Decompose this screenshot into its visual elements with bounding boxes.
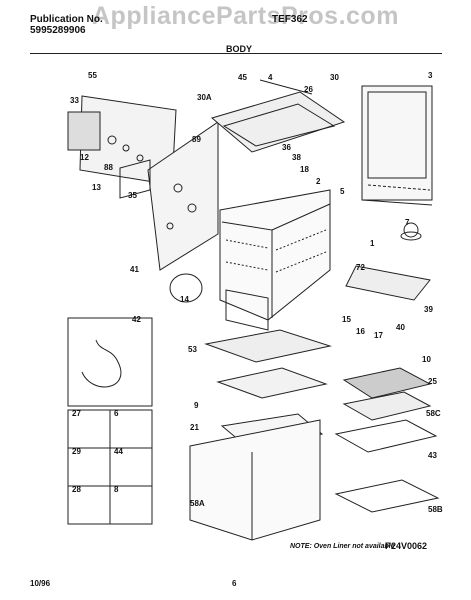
fuse-part [169, 273, 203, 303]
footer-page: 6 [232, 579, 237, 588]
publication-label: Publication No. [30, 14, 103, 25]
element-part [400, 222, 422, 241]
callout-27: 27 [72, 409, 81, 418]
callout-28: 28 [72, 485, 81, 494]
callout-39: 39 [424, 305, 433, 314]
callout-88: 88 [104, 163, 113, 172]
callout-5: 5 [340, 187, 345, 196]
callout-7: 7 [405, 218, 410, 227]
callout-6: 6 [114, 409, 119, 418]
header-divider [30, 53, 442, 54]
callout-29: 29 [72, 447, 81, 456]
footer-date: 10/96 [30, 579, 51, 588]
callout-13: 13 [92, 183, 101, 192]
small-parts-boxes [67, 317, 153, 525]
publication-number: 5995289906 [30, 25, 86, 36]
callout-53: 53 [188, 345, 197, 354]
side-panel-part [119, 121, 219, 271]
callout-58B: 58B [428, 505, 443, 514]
section-title: BODY [226, 44, 253, 54]
callout-58C: 58C [426, 409, 441, 418]
callout-9: 9 [194, 401, 199, 410]
watermark: AppliancePartsPros.com [92, 2, 399, 30]
callout-8: 8 [114, 485, 119, 494]
callout-38: 38 [292, 153, 301, 162]
vent-trim-part [345, 265, 431, 301]
callout-40: 40 [396, 323, 405, 332]
top-frame-part [210, 79, 346, 153]
model-number: TEF362 [272, 14, 308, 25]
callout-72: 72 [356, 263, 365, 272]
racks-part [334, 367, 440, 513]
callout-10: 10 [422, 355, 431, 364]
diagram-code: P24V0062 [385, 541, 428, 551]
callout-25: 25 [428, 377, 437, 386]
callout-16: 16 [356, 327, 365, 336]
callout-14: 14 [180, 295, 189, 304]
callout-44: 44 [114, 447, 123, 456]
callout-45: 45 [238, 73, 247, 82]
callout-2: 2 [316, 177, 321, 186]
callout-42: 42 [132, 315, 141, 324]
callout-30: 30 [330, 73, 339, 82]
callout-3: 3 [428, 71, 433, 80]
callout-12: 12 [80, 153, 89, 162]
callout-30A: 30A [197, 93, 212, 102]
callout-33: 33 [70, 96, 79, 105]
callout-21: 21 [190, 423, 199, 432]
callout-55: 55 [88, 71, 97, 80]
callout-36: 36 [282, 143, 291, 152]
callout-43: 43 [428, 451, 437, 460]
callout-41: 41 [130, 265, 139, 274]
callout-4: 4 [268, 73, 273, 82]
callout-26: 26 [304, 85, 313, 94]
back-panel-part [361, 85, 433, 206]
callout-58A: 58A [190, 499, 205, 508]
drawer-panels-part [189, 329, 332, 541]
callout-35: 35 [128, 191, 137, 200]
callout-89: 89 [192, 135, 201, 144]
oven-liner-note: NOTE: Oven Liner not available [290, 543, 395, 550]
oven-cavity-part [219, 189, 331, 331]
callout-1: 1 [370, 239, 375, 248]
callout-17: 17 [374, 331, 383, 340]
callout-15: 15 [342, 315, 351, 324]
callout-18: 18 [300, 165, 309, 174]
